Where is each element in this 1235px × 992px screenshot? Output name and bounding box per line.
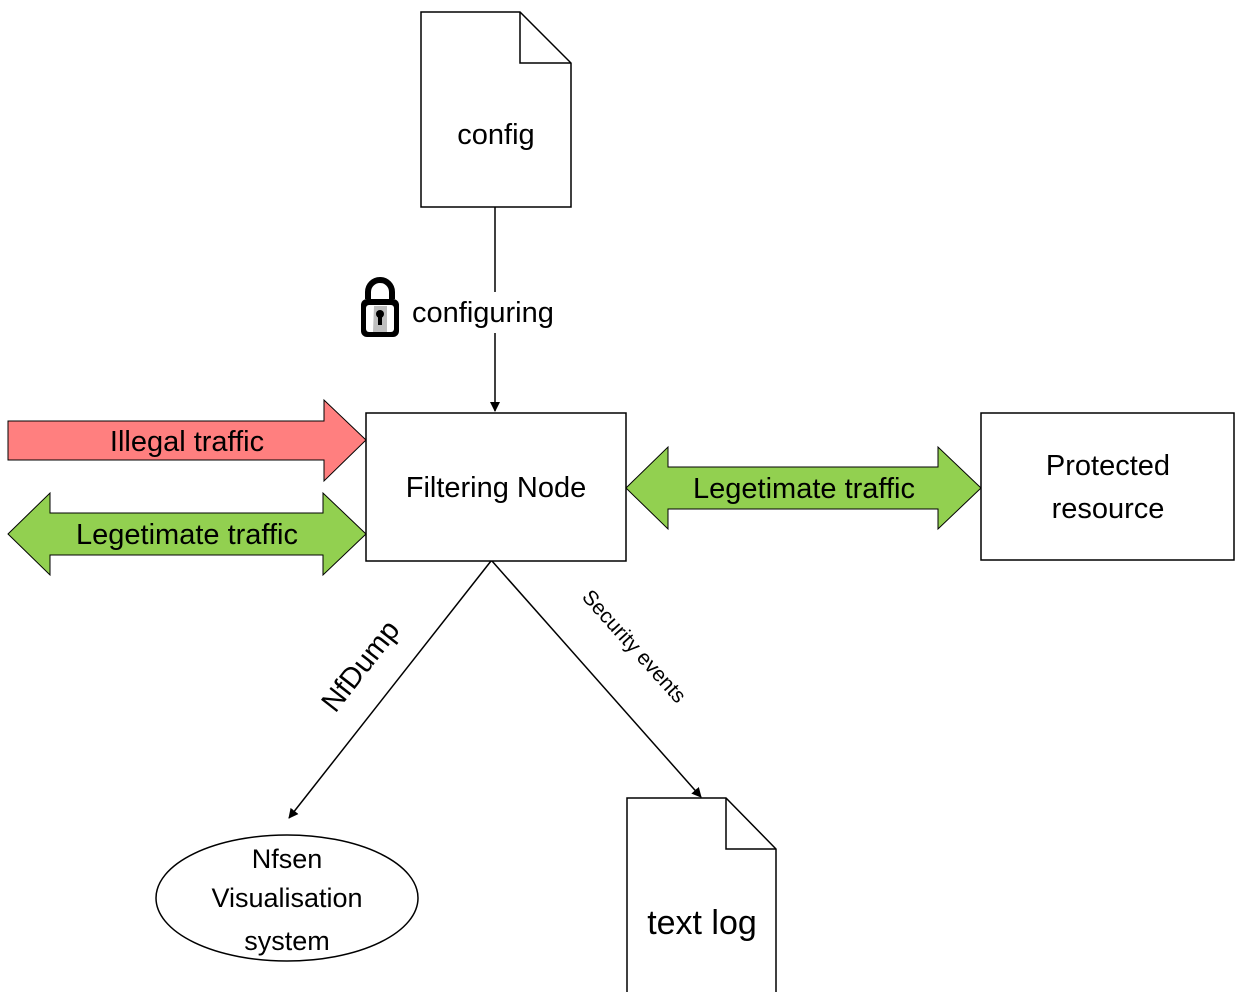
illegal-traffic-label: Illegal traffic [110,426,264,458]
protected-resource-node: Protected resource [980,412,1235,561]
nfsen-node: Nfsen Visualisation system [155,834,419,962]
nfsen-line3: system [244,926,330,956]
lock-icon [361,277,399,337]
legit-traffic-left-label: Legetimate traffic [76,519,298,551]
config-document: config [420,11,572,208]
legit-traffic-right-label: Legetimate traffic [693,473,915,505]
illegal-traffic-arrow: Illegal traffic [7,398,367,483]
filtering-node-label: Filtering Node [406,472,587,504]
nfdump-label: NfDump [316,615,407,719]
protected-resource-line1: Protected [1046,450,1170,482]
configuring-label: configuring [412,297,554,329]
nfsen-line1: Nfsen [252,844,323,874]
security-events-connector: Security events [491,560,702,798]
legit-traffic-right-arrow: Legetimate traffic [625,445,982,531]
text-log-label: text log [647,904,757,942]
nfsen-line2: Visualisation [211,883,362,913]
filtering-node: Filtering Node [365,412,627,562]
protected-resource-line2: resource [1052,493,1165,525]
text-log-document: text log [626,797,777,992]
security-events-label: Security events [577,586,690,708]
nfdump-connector: NfDump [288,560,492,819]
legit-traffic-left-arrow: Legetimate traffic [7,491,367,577]
config-label: config [457,119,534,151]
